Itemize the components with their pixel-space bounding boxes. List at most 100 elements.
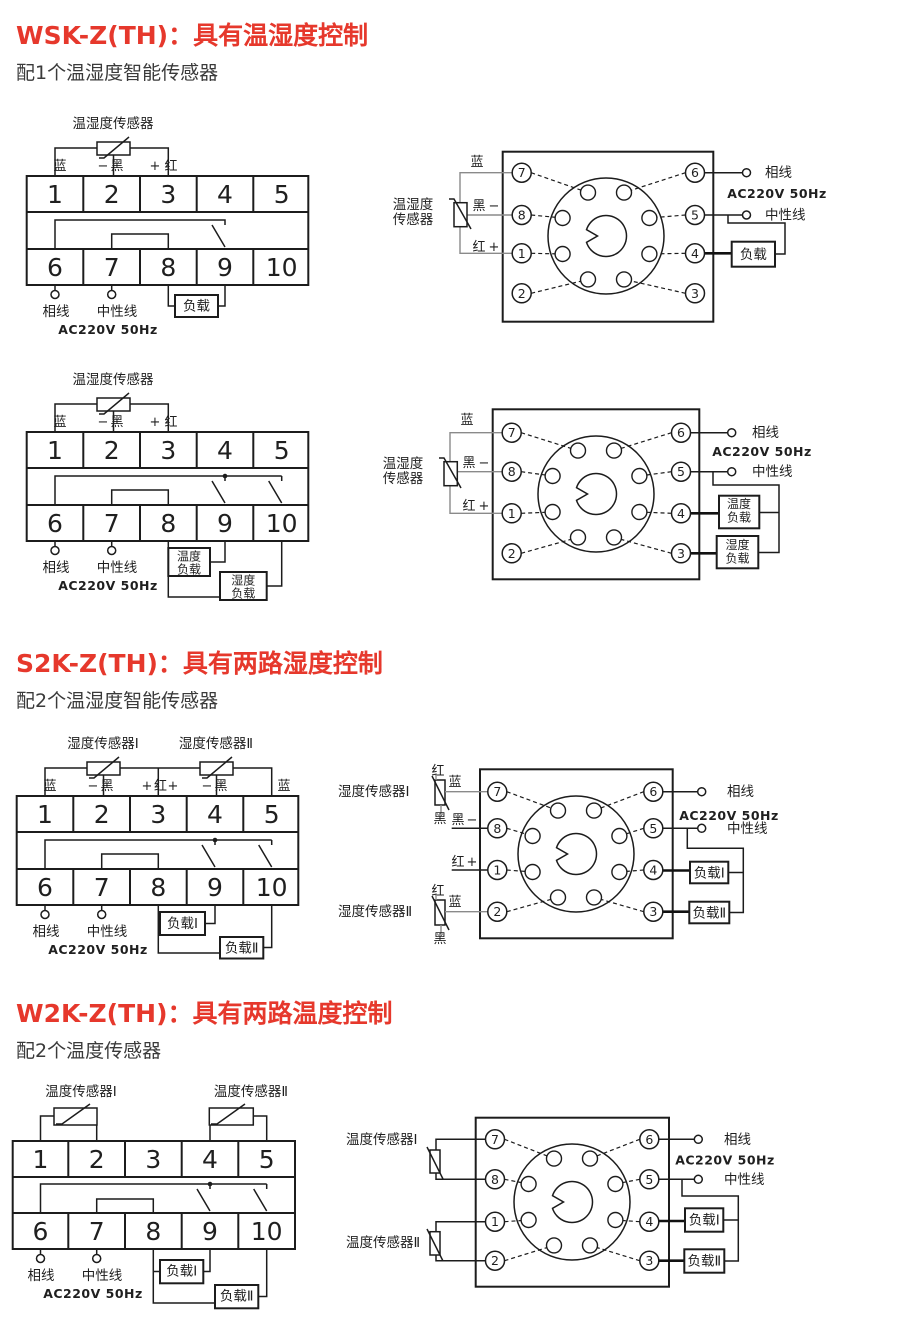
hum-load-label-line1: 湿度 [725, 537, 749, 552]
pin-number: 4 [649, 863, 657, 878]
load-label: 负载 [183, 299, 210, 315]
hum-load-label-line2: 负载 [725, 552, 749, 566]
phase-label: 相线 [43, 560, 70, 576]
pin-number: 6 [677, 425, 685, 440]
pin-number: 1 [493, 863, 501, 878]
wire-label-plus: + [142, 779, 153, 794]
wire-label-blue: 蓝 [53, 159, 66, 174]
pin-number: 5 [649, 821, 657, 836]
pin-number: 1 [518, 246, 526, 261]
hum-load-label-line1: 湿度 [231, 573, 255, 588]
terminal-number: 5 [274, 436, 290, 465]
sensor-label-line1: 温湿度 [393, 197, 434, 213]
wsk-terminal-diagram-1: 温湿度传感器 蓝 − 黑 + 红 1 2 3 4 5 6 7 8 9 10 相线… [25, 115, 310, 337]
wire-label-red: 红 [451, 854, 464, 870]
wire-label-minus: − [88, 779, 99, 794]
load2-label: 负载Ⅱ [225, 941, 259, 957]
wire-label-red: 红 [164, 158, 177, 174]
ac-label: AC220V 50Hz [675, 1153, 775, 1168]
temp-load-label-line2: 负载 [177, 563, 201, 577]
wire-label-blue: 蓝 [277, 779, 290, 794]
terminal-number: 8 [150, 873, 166, 902]
wiring-lines [25, 136, 310, 318]
ac-label: AC220V 50Hz [48, 942, 148, 957]
pin-number: 5 [691, 208, 699, 223]
wire-label-plus: + [150, 415, 161, 430]
sensor-label-line1: 温湿度 [383, 456, 424, 472]
hum-load-label-line2: 负载 [231, 587, 255, 601]
pin-number: 8 [493, 821, 501, 836]
terminal-number: 4 [202, 1145, 218, 1174]
pin-number: 1 [491, 1214, 499, 1229]
phase-label: 相线 [33, 924, 60, 940]
wiring-lines [426, 1116, 740, 1288]
phase-label: 相线 [43, 304, 70, 320]
s2k-socket-diagram: 湿度传感器Ⅰ 湿度传感器Ⅱ 红 蓝 黑 黑 − 红 + 红 蓝 黑 7 8 1 … [338, 763, 778, 947]
terminal-number: 6 [47, 253, 63, 282]
wiring-lines [15, 756, 300, 960]
wiring-lines [11, 1103, 296, 1310]
terminal-number: 1 [33, 1145, 49, 1174]
terminal-number: 2 [89, 1145, 105, 1174]
section2-heading: S2K-Z(TH)：具有两路湿度控制 [16, 649, 383, 678]
terminal-number: 9 [207, 873, 223, 902]
pin-number: 6 [649, 784, 657, 799]
pin-number: 7 [493, 784, 501, 799]
pin-number: 2 [518, 286, 526, 301]
s2k-terminal-diagram: 湿度传感器Ⅰ 湿度传感器Ⅱ 蓝 − 黑 + 红 + − 黑 蓝 1 2 3 4 … [15, 735, 300, 960]
neutral-label: 中性线 [82, 1268, 123, 1284]
pin-number: 2 [493, 904, 501, 919]
wire-label-black: 黑 [214, 779, 227, 794]
terminal-number: 5 [264, 800, 280, 829]
wire-label-blue: 蓝 [448, 775, 461, 790]
terminal-number: 9 [202, 1217, 218, 1246]
load1-label: 负载Ⅰ [689, 1213, 720, 1229]
sensor1-label: 温度传感器Ⅰ [346, 1131, 417, 1148]
wire-label-black: 黑 [433, 812, 446, 827]
terminal-number: 1 [47, 180, 63, 209]
wire-label-minus: − [489, 199, 500, 214]
wire-label-plus: + [467, 855, 478, 870]
pin-number: 5 [645, 1172, 653, 1187]
terminal-number: 9 [217, 509, 233, 538]
sensor1-label: 温度传感器Ⅰ [45, 1083, 116, 1100]
neutral-label: 中性线 [87, 924, 128, 940]
pin-number: 5 [677, 464, 685, 479]
sensor2-label: 温度传感器Ⅱ [214, 1083, 288, 1100]
terminal-number: 5 [259, 1145, 275, 1174]
load2-label: 负载Ⅱ [692, 906, 726, 922]
pin-number: 3 [677, 546, 685, 561]
wire-label-minus: − [98, 415, 109, 430]
pin-number: 4 [691, 246, 699, 261]
wire-label-red: 红 [431, 763, 444, 779]
ac-label: AC220V 50Hz [58, 578, 158, 593]
wire-label-blue: 蓝 [470, 155, 483, 170]
neutral-label: 中性线 [724, 1172, 765, 1188]
temp-load-label-line1: 温度 [727, 496, 751, 511]
wire-label-blue: 蓝 [460, 413, 473, 428]
terminal-number: 8 [160, 509, 176, 538]
wire-label-black: 黑 [110, 415, 123, 430]
wire-label-blue: 蓝 [53, 415, 66, 430]
wire-label-blue: 蓝 [43, 779, 56, 794]
terminal-number: 10 [256, 873, 288, 902]
wiring-lines [431, 768, 745, 940]
pin-number: 3 [691, 286, 699, 301]
sensor-label-line2: 传感器 [383, 470, 424, 487]
terminal-number: 9 [217, 253, 233, 282]
sensor-label: 温湿度传感器 [73, 115, 154, 132]
pin-number: 8 [518, 208, 526, 223]
sensor2-label: 湿度传感器Ⅱ [338, 903, 412, 920]
temp-load-label-line1: 温度 [177, 549, 201, 564]
neutral-label: 中性线 [97, 304, 138, 320]
terminal-number: 8 [160, 253, 176, 282]
load1-label: 负载Ⅰ [167, 916, 198, 932]
load-label: 负载 [740, 247, 767, 263]
neutral-label: 中性线 [765, 208, 806, 224]
pin-number: 4 [645, 1214, 653, 1229]
wsk-terminal-diagram-2: 温湿度传感器 蓝 − 黑 + 红 1 2 3 4 5 6 7 8 9 10 相线… [25, 371, 310, 601]
load1-label: 负载Ⅰ [694, 866, 725, 882]
pin-number: 3 [649, 904, 657, 919]
wire-label-minus: − [98, 159, 109, 174]
wire-label-plus: + [150, 159, 161, 174]
